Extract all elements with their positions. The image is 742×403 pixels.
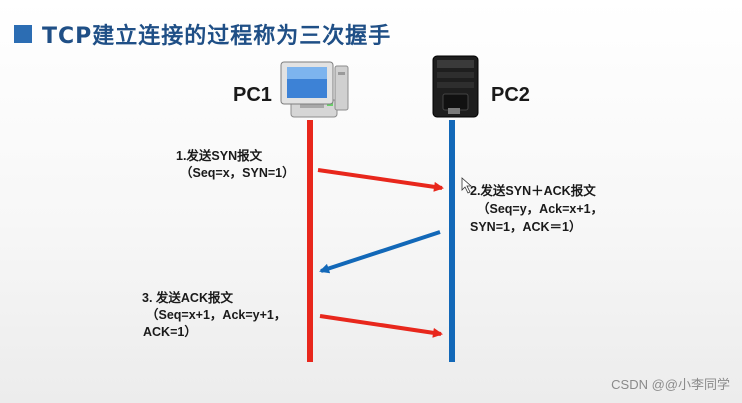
step3-title: 3. 发送ACK报文 xyxy=(142,291,233,305)
arrow-syn xyxy=(317,168,444,192)
desktop-computer-icon xyxy=(280,61,349,118)
step2-detail-line1: （Seq=y，Ack=x+1， xyxy=(477,202,604,216)
step2-detail-line2: SYN=1，ACK＝1） xyxy=(470,220,582,234)
title-row: TCP建立连接的过程称为三次握手 xyxy=(14,18,391,50)
arrow-ack xyxy=(319,314,443,338)
step3-detail-line2: ACK=1） xyxy=(143,325,197,339)
pc1-label: PC1 xyxy=(233,84,272,106)
step1-title: 1.发送SYN报文 xyxy=(176,149,263,163)
step2-title: 2.发送SYN＋ACK报文 xyxy=(470,184,596,198)
title-bullet-square xyxy=(14,25,32,43)
pc2-label: PC2 xyxy=(491,84,530,106)
page-title: TCP建立连接的过程称为三次握手 xyxy=(42,24,392,49)
arrow-syn-ack xyxy=(319,230,441,274)
watermark: CSDN @@小李同学 xyxy=(611,377,730,392)
server-tower-icon xyxy=(432,55,479,118)
cursor-icon xyxy=(461,177,473,194)
step1-detail: （Seq=x，SYN=1） xyxy=(180,166,295,180)
step3-detail-line1: （Seq=x+1，Ack=y+1， xyxy=(146,308,287,322)
